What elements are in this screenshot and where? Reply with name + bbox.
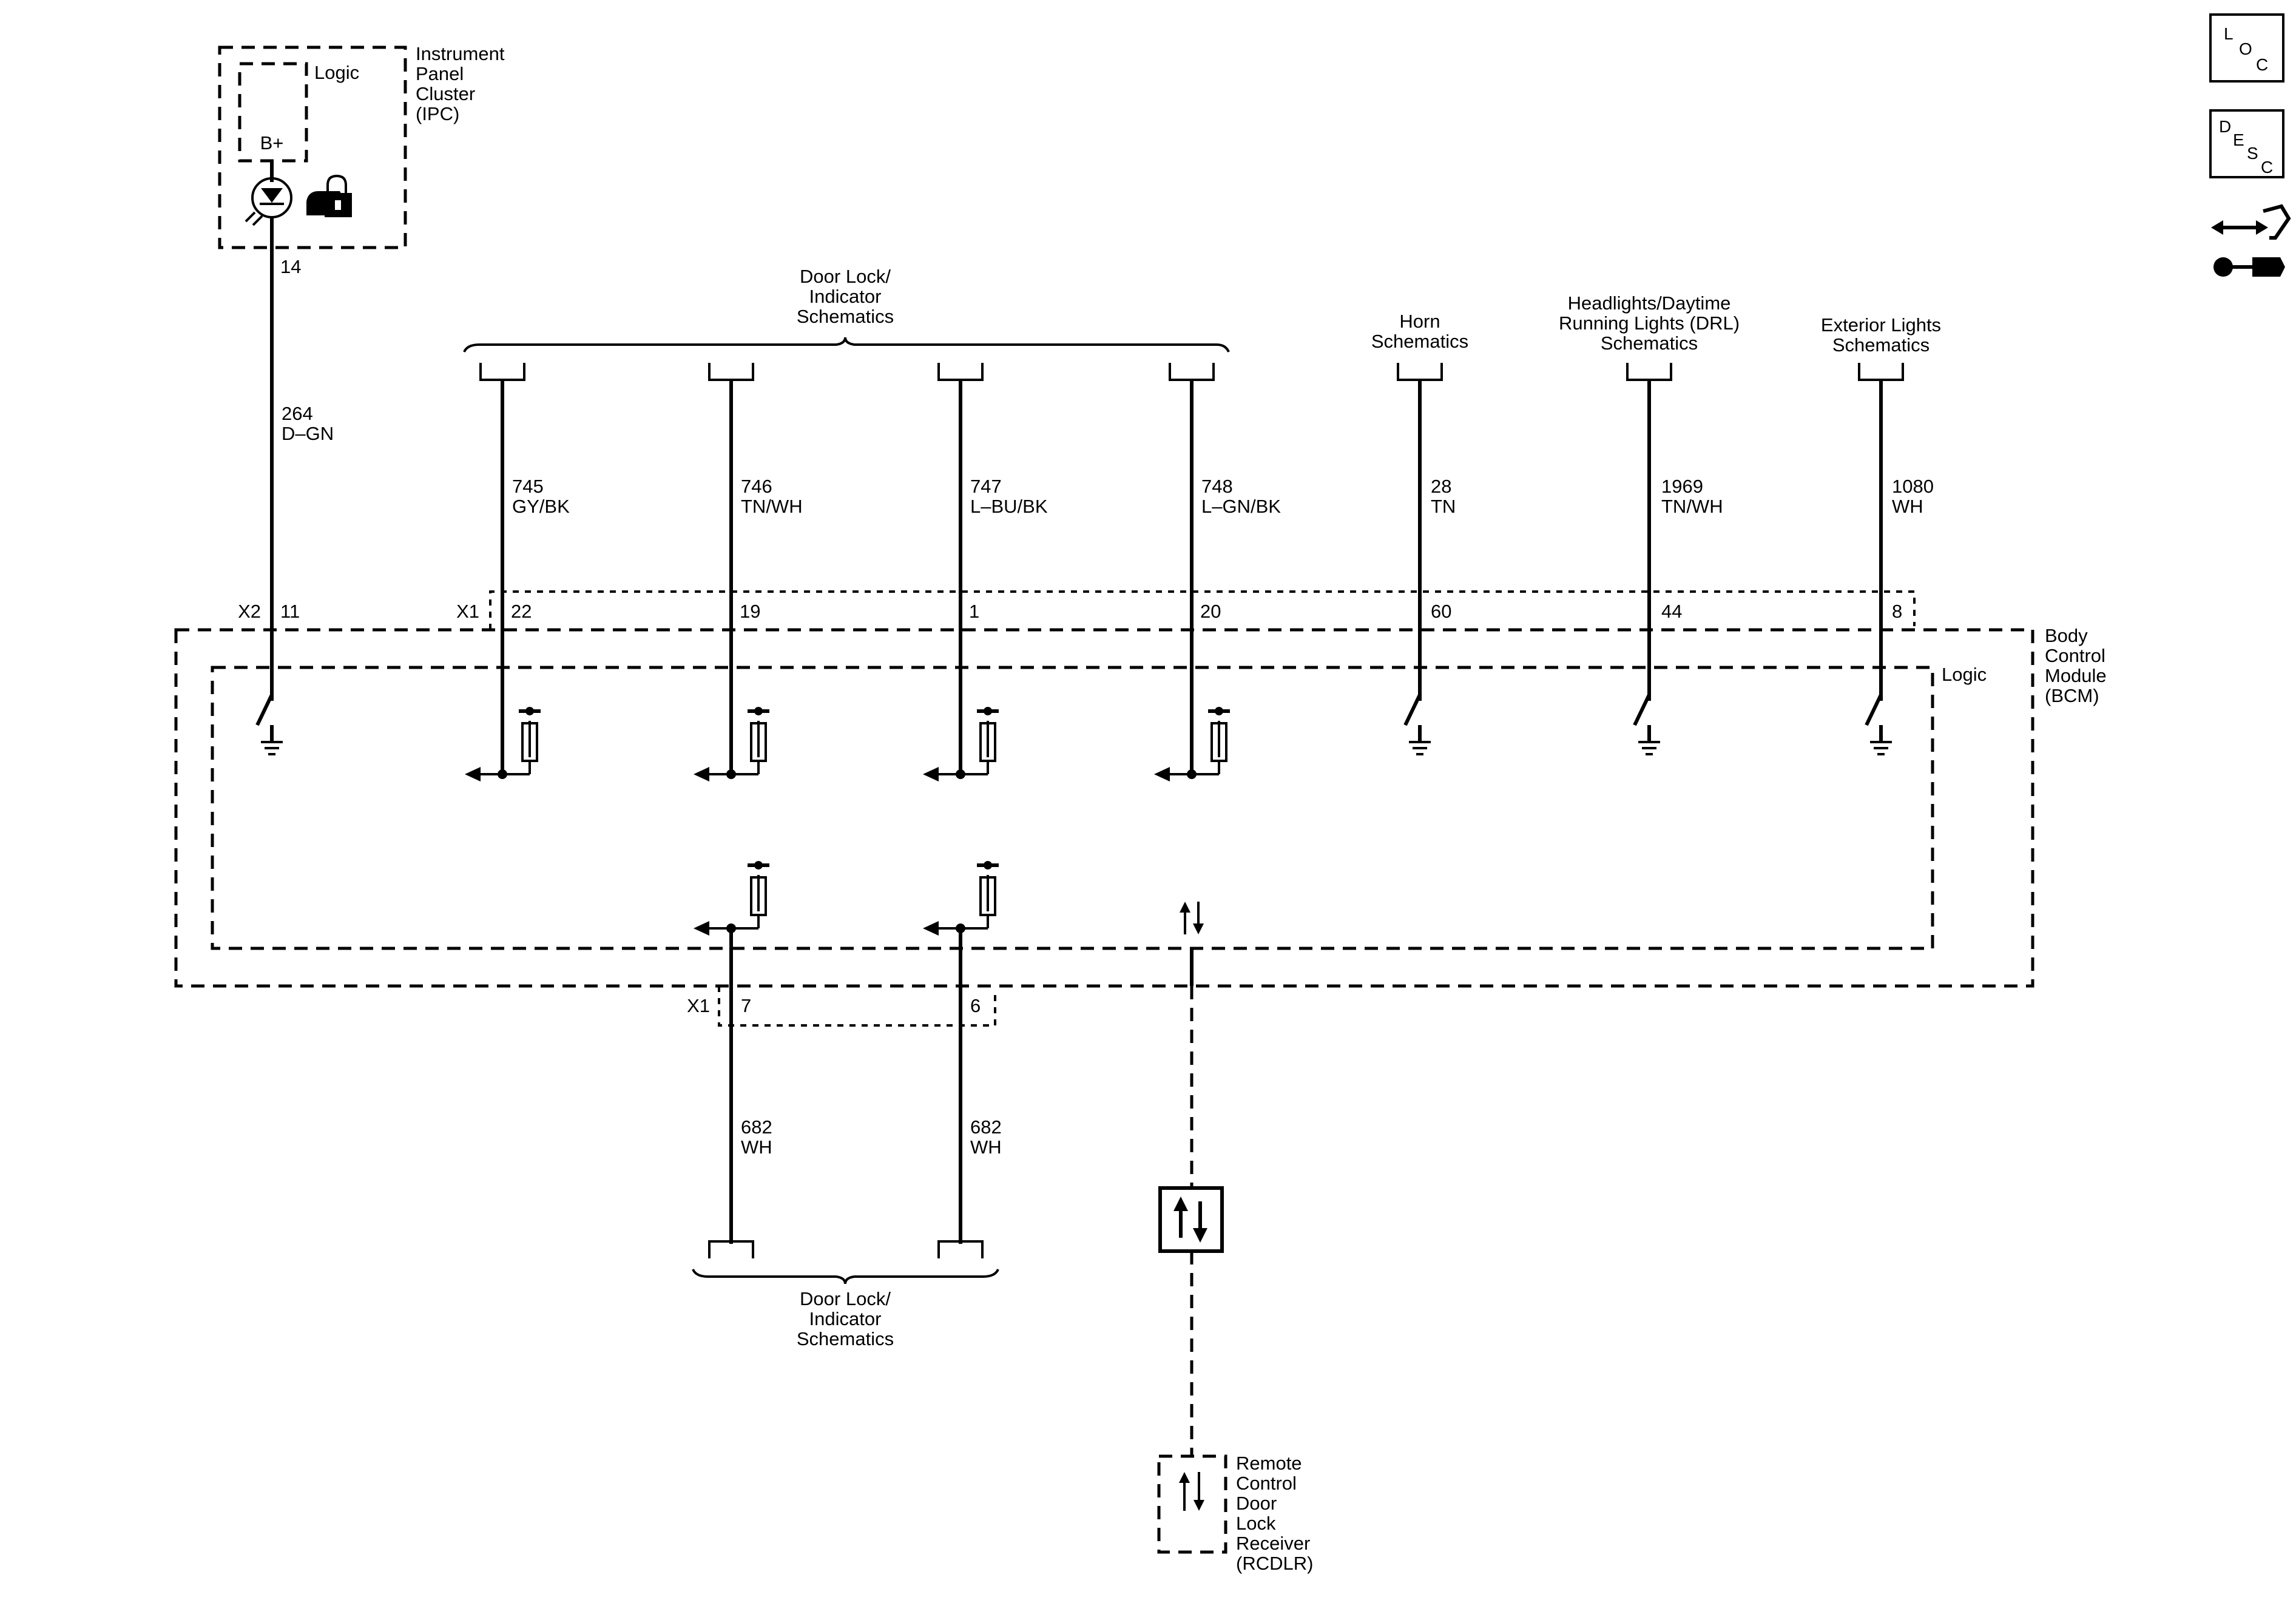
door-lock-top-line-3: Schematics: [797, 306, 894, 327]
bcm-logic-label: Logic: [1942, 664, 1987, 685]
rcdlr-name-line-6: (RCDLR): [1236, 1553, 1313, 1574]
wire-264-pin: 11: [280, 601, 300, 622]
wire-28-circuit: 28: [1431, 476, 1451, 497]
wire-747: 747 L–BU/BK 1: [923, 362, 1048, 781]
wire-746: 746 TN/WH 19: [694, 362, 803, 781]
door-lock-top-line-1: Door Lock/: [800, 266, 891, 287]
bcm-name-line-1: Body: [2045, 625, 2088, 646]
wire-746-pin: 19: [740, 601, 760, 622]
wire-682-b-pin: 6: [970, 995, 981, 1016]
rcdlr-name-line-5: Receiver: [1236, 1533, 1310, 1554]
headlights-line-1: Headlights/Daytime: [1568, 292, 1731, 314]
connector-arrows-icon[interactable]: [2211, 204, 2291, 277]
headlights-line-2: Running Lights (DRL): [1559, 312, 1740, 334]
desc-icon-letter-4: C: [2261, 158, 2273, 177]
rcdlr-name-line-4: Lock: [1236, 1513, 1276, 1534]
ipc-name-line-3: Cluster: [416, 83, 475, 104]
wire-747-color: L–BU/BK: [970, 496, 1048, 517]
wire-745-color: GY/BK: [512, 496, 570, 517]
wire-746-color: TN/WH: [741, 496, 803, 517]
wire-682-a-circuit: 682: [741, 1116, 772, 1138]
wire-1080-color: WH: [1892, 496, 1923, 517]
bcm-name-line-4: (BCM): [2045, 685, 2099, 706]
ipc-module: Logic B+ Instrument Panel Cluster (IPC) …: [218, 43, 505, 277]
wire-264-color: D–GN: [282, 423, 334, 444]
wire-745-circuit: 745: [512, 476, 544, 497]
ipc-name-line-2: Panel: [416, 63, 464, 84]
bcm-serial-data-icon: [1180, 902, 1204, 934]
headlights-line-3: Schematics: [1601, 333, 1698, 354]
headlights-group: Headlights/Daytime Running Lights (DRL) …: [1559, 292, 1740, 354]
serial-data-link: [1158, 902, 1224, 1455]
rcdlr-module: Remote Control Door Lock Receiver (RCDLR…: [1157, 1453, 1313, 1574]
ipc-name-line-4: (IPC): [416, 103, 459, 124]
wire-748-pin: 20: [1200, 601, 1221, 622]
desc-icon-letter-3: S: [2247, 144, 2258, 163]
wire-682-pin-6: 6 682 WH: [923, 861, 1002, 1260]
wire-1080-pin: 8: [1892, 601, 1902, 622]
wire-748-color: L–GN/BK: [1201, 496, 1281, 517]
wire-1969-circuit: 1969: [1661, 476, 1703, 497]
wire-264-circuit: 264: [282, 403, 313, 424]
wire-28-pin: 60: [1431, 601, 1451, 622]
loc-icon-letter-3: C: [2256, 55, 2268, 74]
bcm-x1-top-label: X1: [456, 601, 479, 622]
ipc-name-line-1: Instrument: [416, 43, 505, 64]
exterior-line-2: Schematics: [1832, 334, 1930, 356]
wire-745: 745 GY/BK 22: [465, 362, 570, 781]
desc-icon-letter-2: E: [2233, 130, 2244, 149]
ipc-supply-label: B+: [260, 132, 284, 154]
ipc-pin: 14: [280, 256, 301, 277]
rcdlr-name-line-2: Control: [1236, 1473, 1297, 1494]
loc-icon[interactable]: L O C: [2209, 13, 2284, 83]
door-lock-bottom-line-2: Indicator: [809, 1308, 882, 1329]
wire-264: 264 D–GN 11: [257, 217, 334, 754]
horn-line-2: Schematics: [1371, 331, 1468, 352]
wire-1969-pin: 44: [1661, 601, 1682, 622]
bcm-x1-bottom-label: X1: [687, 995, 710, 1016]
serial-data-inline-icon: [1158, 1186, 1224, 1253]
horn-group: Horn Schematics: [1371, 311, 1468, 352]
door-lock-top-group: Door Lock/ Indicator Schematics: [463, 266, 1230, 353]
door-lock-bottom-line-1: Door Lock/: [800, 1288, 891, 1309]
wire-1969: 1969 TN/WH 44: [1626, 362, 1723, 754]
ipc-logic-label: Logic: [314, 62, 359, 83]
wire-745-pin: 22: [511, 601, 532, 622]
door-lock-bottom-group: Door Lock/ Indicator Schematics: [692, 1269, 999, 1349]
wire-1080-circuit: 1080: [1892, 476, 1934, 497]
rcdlr-name-line-3: Door: [1236, 1493, 1277, 1514]
wire-682-pin-7: 7 682 WH: [694, 861, 772, 1260]
loc-icon-letter-1: L: [2224, 24, 2234, 43]
loc-icon-letter-2: O: [2239, 39, 2252, 58]
wire-746-circuit: 746: [741, 476, 772, 497]
wire-747-pin: 1: [969, 601, 979, 622]
wire-682-a-color: WH: [741, 1136, 772, 1158]
wire-28-color: TN: [1431, 496, 1456, 517]
bcm-x2-label: X2: [238, 601, 261, 622]
wire-28: 28 TN 60: [1397, 362, 1456, 754]
rcdlr-name-line-1: Remote: [1236, 1453, 1302, 1474]
door-lock-indicator-icon: [306, 174, 352, 217]
bcm-name-line-2: Control: [2045, 645, 2105, 666]
wire-1080: 1080 WH 8: [1858, 362, 1934, 754]
wire-682-b-circuit: 682: [970, 1116, 1002, 1138]
wire-748-circuit: 748: [1201, 476, 1233, 497]
rcdlr-serial-data-icon: [1179, 1472, 1204, 1511]
exterior-line-1: Exterior Lights: [1821, 314, 1941, 336]
wire-748: 748 L–GN/BK 20: [1154, 362, 1281, 781]
exterior-lights-group: Exterior Lights Schematics: [1821, 314, 1941, 356]
wire-682-a-pin: 7: [741, 995, 751, 1016]
desc-icon-letter-1: D: [2219, 117, 2231, 136]
bcm-module: Logic Body Control Module (BCM) X2 X1 X1: [174, 590, 2107, 1027]
desc-icon[interactable]: D E S C: [2209, 109, 2284, 178]
door-lock-top-line-2: Indicator: [809, 286, 882, 307]
door-lock-bottom-line-3: Schematics: [797, 1328, 894, 1349]
wire-747-circuit: 747: [970, 476, 1002, 497]
bcm-name-line-3: Module: [2045, 665, 2107, 686]
wire-1969-color: TN/WH: [1661, 496, 1723, 517]
wire-682-b-color: WH: [970, 1136, 1002, 1158]
horn-line-1: Horn: [1399, 311, 1440, 332]
